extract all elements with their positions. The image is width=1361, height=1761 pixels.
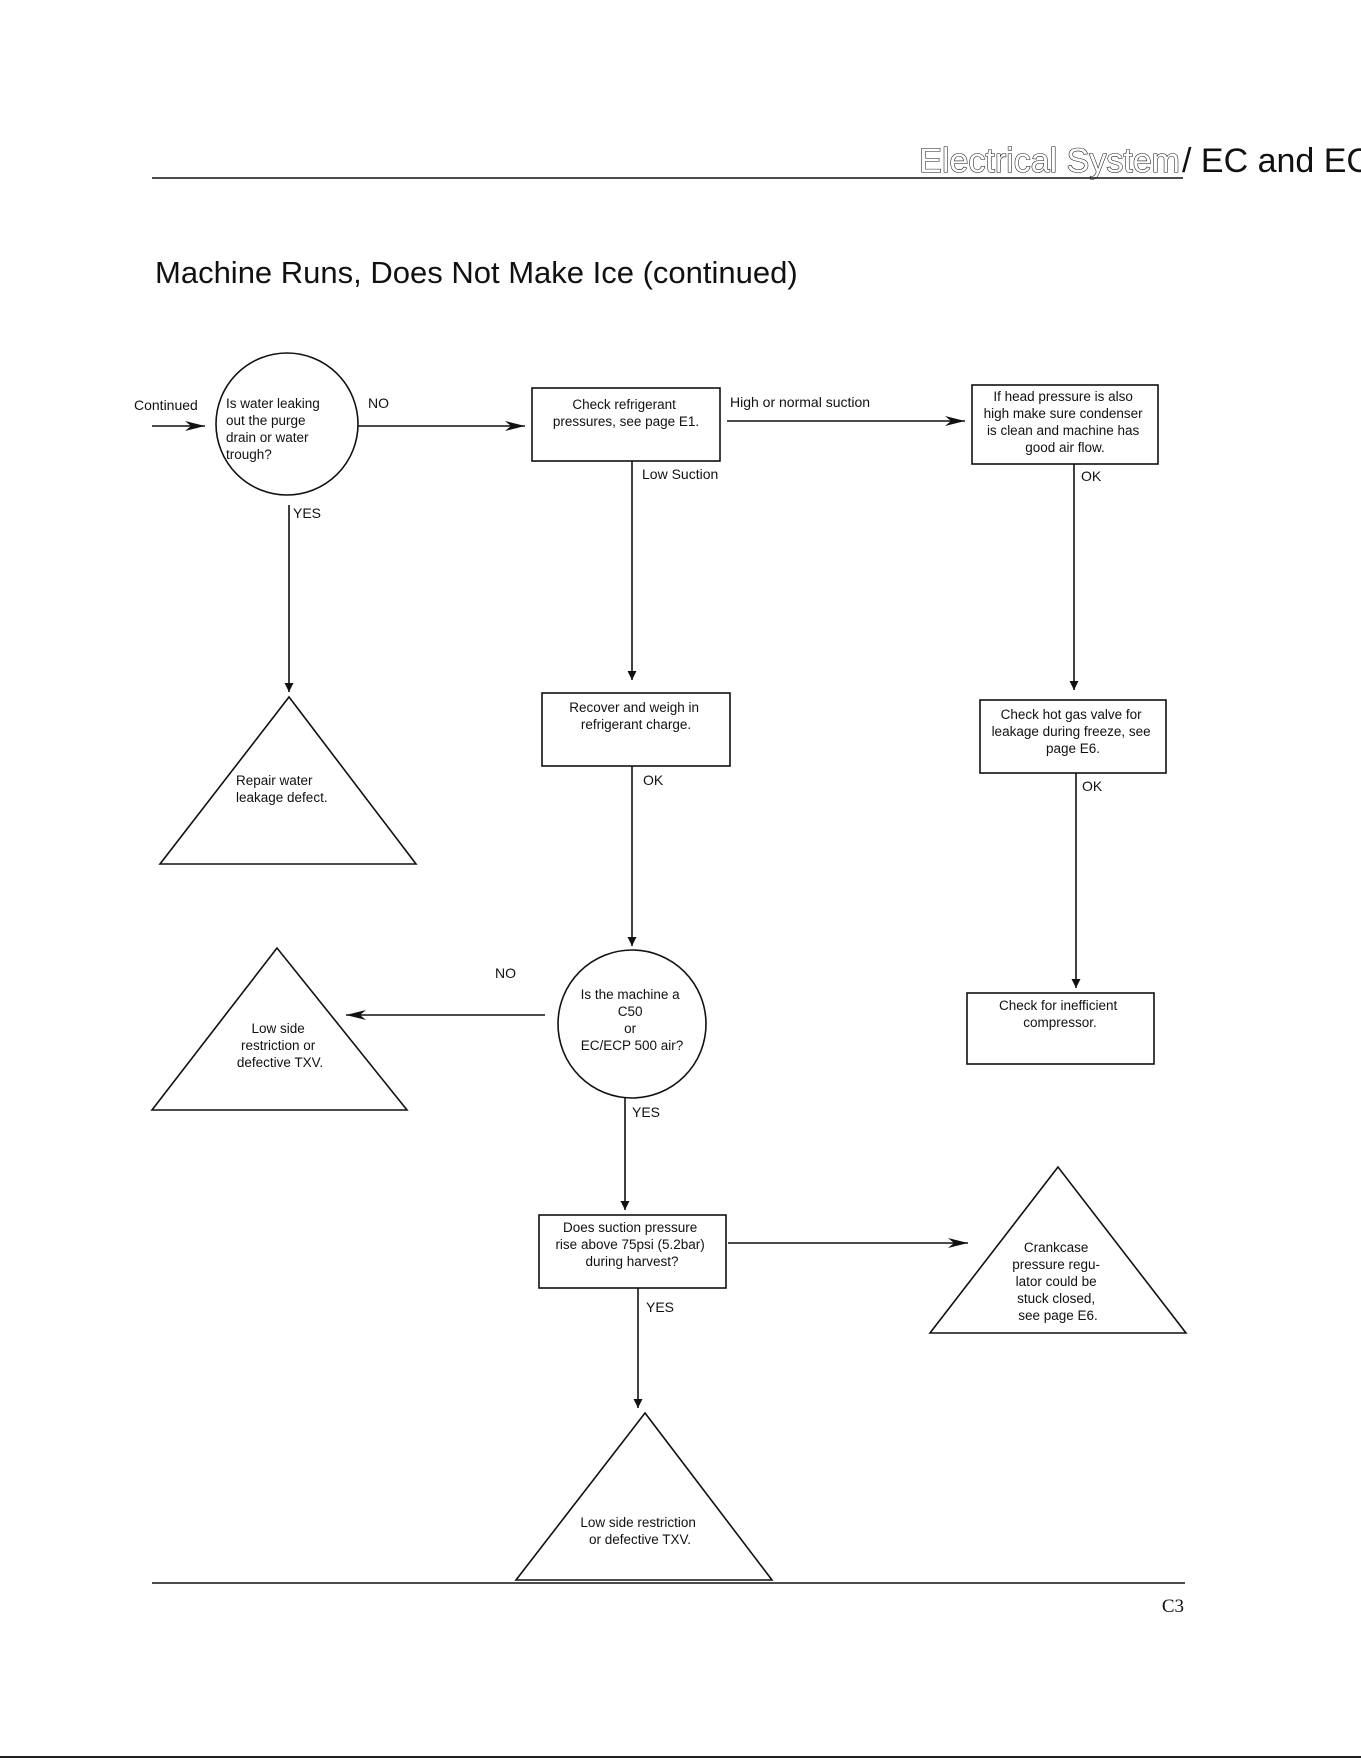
- node-text-check-compressor: Check for inefficient compressor.: [999, 998, 1121, 1030]
- node-text-suction-rise: Does suction pressure rise above 75psi (…: [555, 1220, 708, 1269]
- node-text-machine-type: Is the machine a C50 or EC/ECP 500 air?: [581, 987, 684, 1053]
- page-header: Electrical System / EC and ECP Series: [152, 141, 1361, 181]
- page-footer: C3: [152, 1582, 1185, 1617]
- node-text-low-side-1: Low side restriction or defective TXV.: [237, 1021, 323, 1070]
- node-text-low-side-2: Low side restriction or defective TXV.: [580, 1515, 699, 1547]
- node-text-check-hot-gas: Check hot gas valve for leakage during f…: [992, 707, 1155, 756]
- process-check-compressor: [966, 992, 1155, 1065]
- terminal-crankcase: [928, 1165, 1188, 1334]
- node-text-head-pressure: If head pressure is also high make sure …: [984, 389, 1147, 455]
- label-head-ok: OK: [1081, 468, 1102, 484]
- label-recover-ok: OK: [643, 772, 664, 788]
- page-number: C3: [1162, 1596, 1184, 1617]
- label-leak-no: NO: [368, 395, 389, 411]
- node-text-check-refrigerant: Check refrigerant pressures, see page E1…: [553, 397, 699, 429]
- terminal-low-side-1: [150, 946, 409, 1111]
- label-hotgas-ok: OK: [1082, 778, 1103, 794]
- decision-water-leak: [215, 352, 359, 496]
- terminal-low-side-2: [514, 1411, 774, 1581]
- process-check-refrigerant: [531, 387, 721, 462]
- node-text-water-leak: Is water leaking out the purge drain or …: [226, 396, 324, 462]
- process-recover-weigh: [541, 692, 731, 767]
- header-series-title: / EC and ECP Series: [1182, 142, 1361, 180]
- node-text-crankcase: Crankcase pressure regu- lator could be …: [1012, 1240, 1104, 1323]
- header-system-title: Electrical System: [919, 142, 1180, 180]
- edge-labels: Continued NO YES High or normal suction …: [134, 394, 1103, 1315]
- label-continued: Continued: [134, 397, 198, 413]
- terminal-repair-leak: [158, 695, 418, 865]
- nodes: [150, 352, 1188, 1581]
- label-leak-yes: YES: [293, 505, 321, 521]
- node-text-recover-weigh: Recover and weigh in refrigerant charge.: [569, 700, 703, 732]
- label-machine-yes: YES: [632, 1104, 660, 1120]
- label-machine-no: NO: [495, 965, 516, 981]
- label-suction-yes: YES: [646, 1299, 674, 1315]
- label-low-suction: Low Suction: [642, 466, 718, 482]
- decision-machine-type: [557, 949, 707, 1099]
- label-high-normal: High or normal suction: [730, 394, 870, 410]
- decision-suction-rise: [538, 1214, 727, 1289]
- process-head-pressure: [971, 384, 1159, 465]
- process-check-hot-gas: [979, 699, 1167, 774]
- node-text-repair-leak: Repair water leakage defect.: [236, 773, 328, 805]
- page-title: Machine Runs, Does Not Make Ice (continu…: [155, 255, 798, 290]
- svg-text:Electrical System: Electrical System: [919, 142, 1180, 180]
- edges: [152, 416, 1081, 1408]
- node-labels: Is water leaking out the purge drain or …: [226, 389, 1155, 1547]
